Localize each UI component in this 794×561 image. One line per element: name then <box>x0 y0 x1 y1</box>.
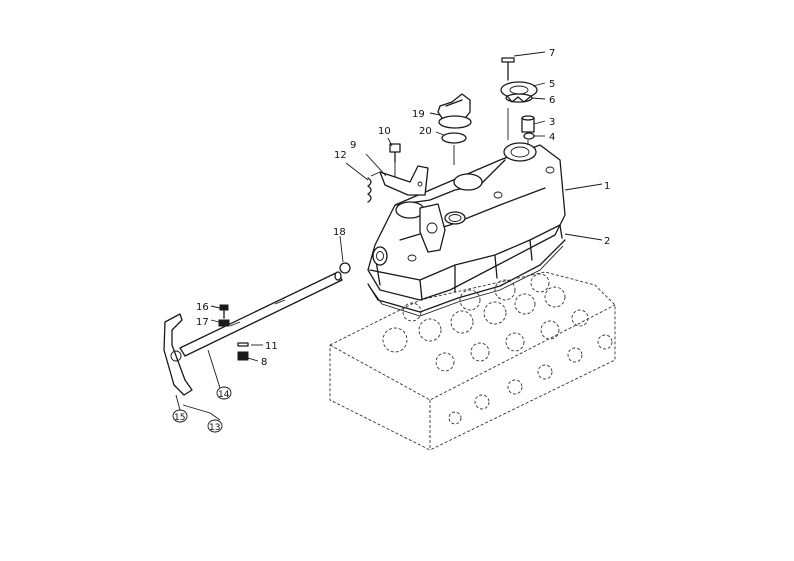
oil-filler-cap <box>437 93 472 129</box>
callout-10: 10 <box>378 126 391 137</box>
callout-15: 15 <box>174 413 185 423</box>
callout-8: 8 <box>261 357 267 368</box>
cover-gasket <box>367 239 566 313</box>
set-screw <box>218 304 230 327</box>
decompression-lever <box>163 313 193 396</box>
leader-lines <box>175 51 603 421</box>
cylinder-block <box>329 271 616 451</box>
callout-2: 2 <box>604 236 610 247</box>
o-ring <box>441 132 467 144</box>
callout-13-circle: 13 <box>207 419 223 433</box>
bracket <box>379 165 429 196</box>
callout-4: 4 <box>549 132 555 143</box>
cover-gasket-inner <box>371 245 564 317</box>
callout-14-circle: 14 <box>216 386 232 400</box>
callout-18: 18 <box>333 227 346 238</box>
callout-7: 7 <box>549 48 555 59</box>
callout-5: 5 <box>549 79 555 90</box>
callout-15-circle: 15 <box>172 409 188 423</box>
callout-16: 16 <box>196 302 209 313</box>
callout-12: 12 <box>334 150 347 161</box>
breather-cap-assembly <box>500 57 538 145</box>
callout-11: 11 <box>265 341 278 352</box>
callout-6: 6 <box>549 95 555 106</box>
callout-13: 13 <box>209 423 220 433</box>
callout-3: 3 <box>549 117 555 128</box>
decompression-shaft <box>179 271 343 357</box>
callout-17: 17 <box>196 317 209 328</box>
callout-9: 9 <box>350 140 356 151</box>
callout-19: 19 <box>412 109 425 120</box>
callout-labels: 1 2 3 4 5 6 7 8 9 10 11 12 13 14 15 16 1… <box>172 48 610 433</box>
callout-20: 20 <box>419 126 432 137</box>
return-spring <box>367 171 381 203</box>
cylinder-head-cover <box>367 142 566 301</box>
bolt-8-and-washer-11 <box>237 342 249 361</box>
shaft-seal-ring <box>339 262 351 274</box>
callout-14: 14 <box>218 390 230 400</box>
callout-1: 1 <box>604 181 610 192</box>
